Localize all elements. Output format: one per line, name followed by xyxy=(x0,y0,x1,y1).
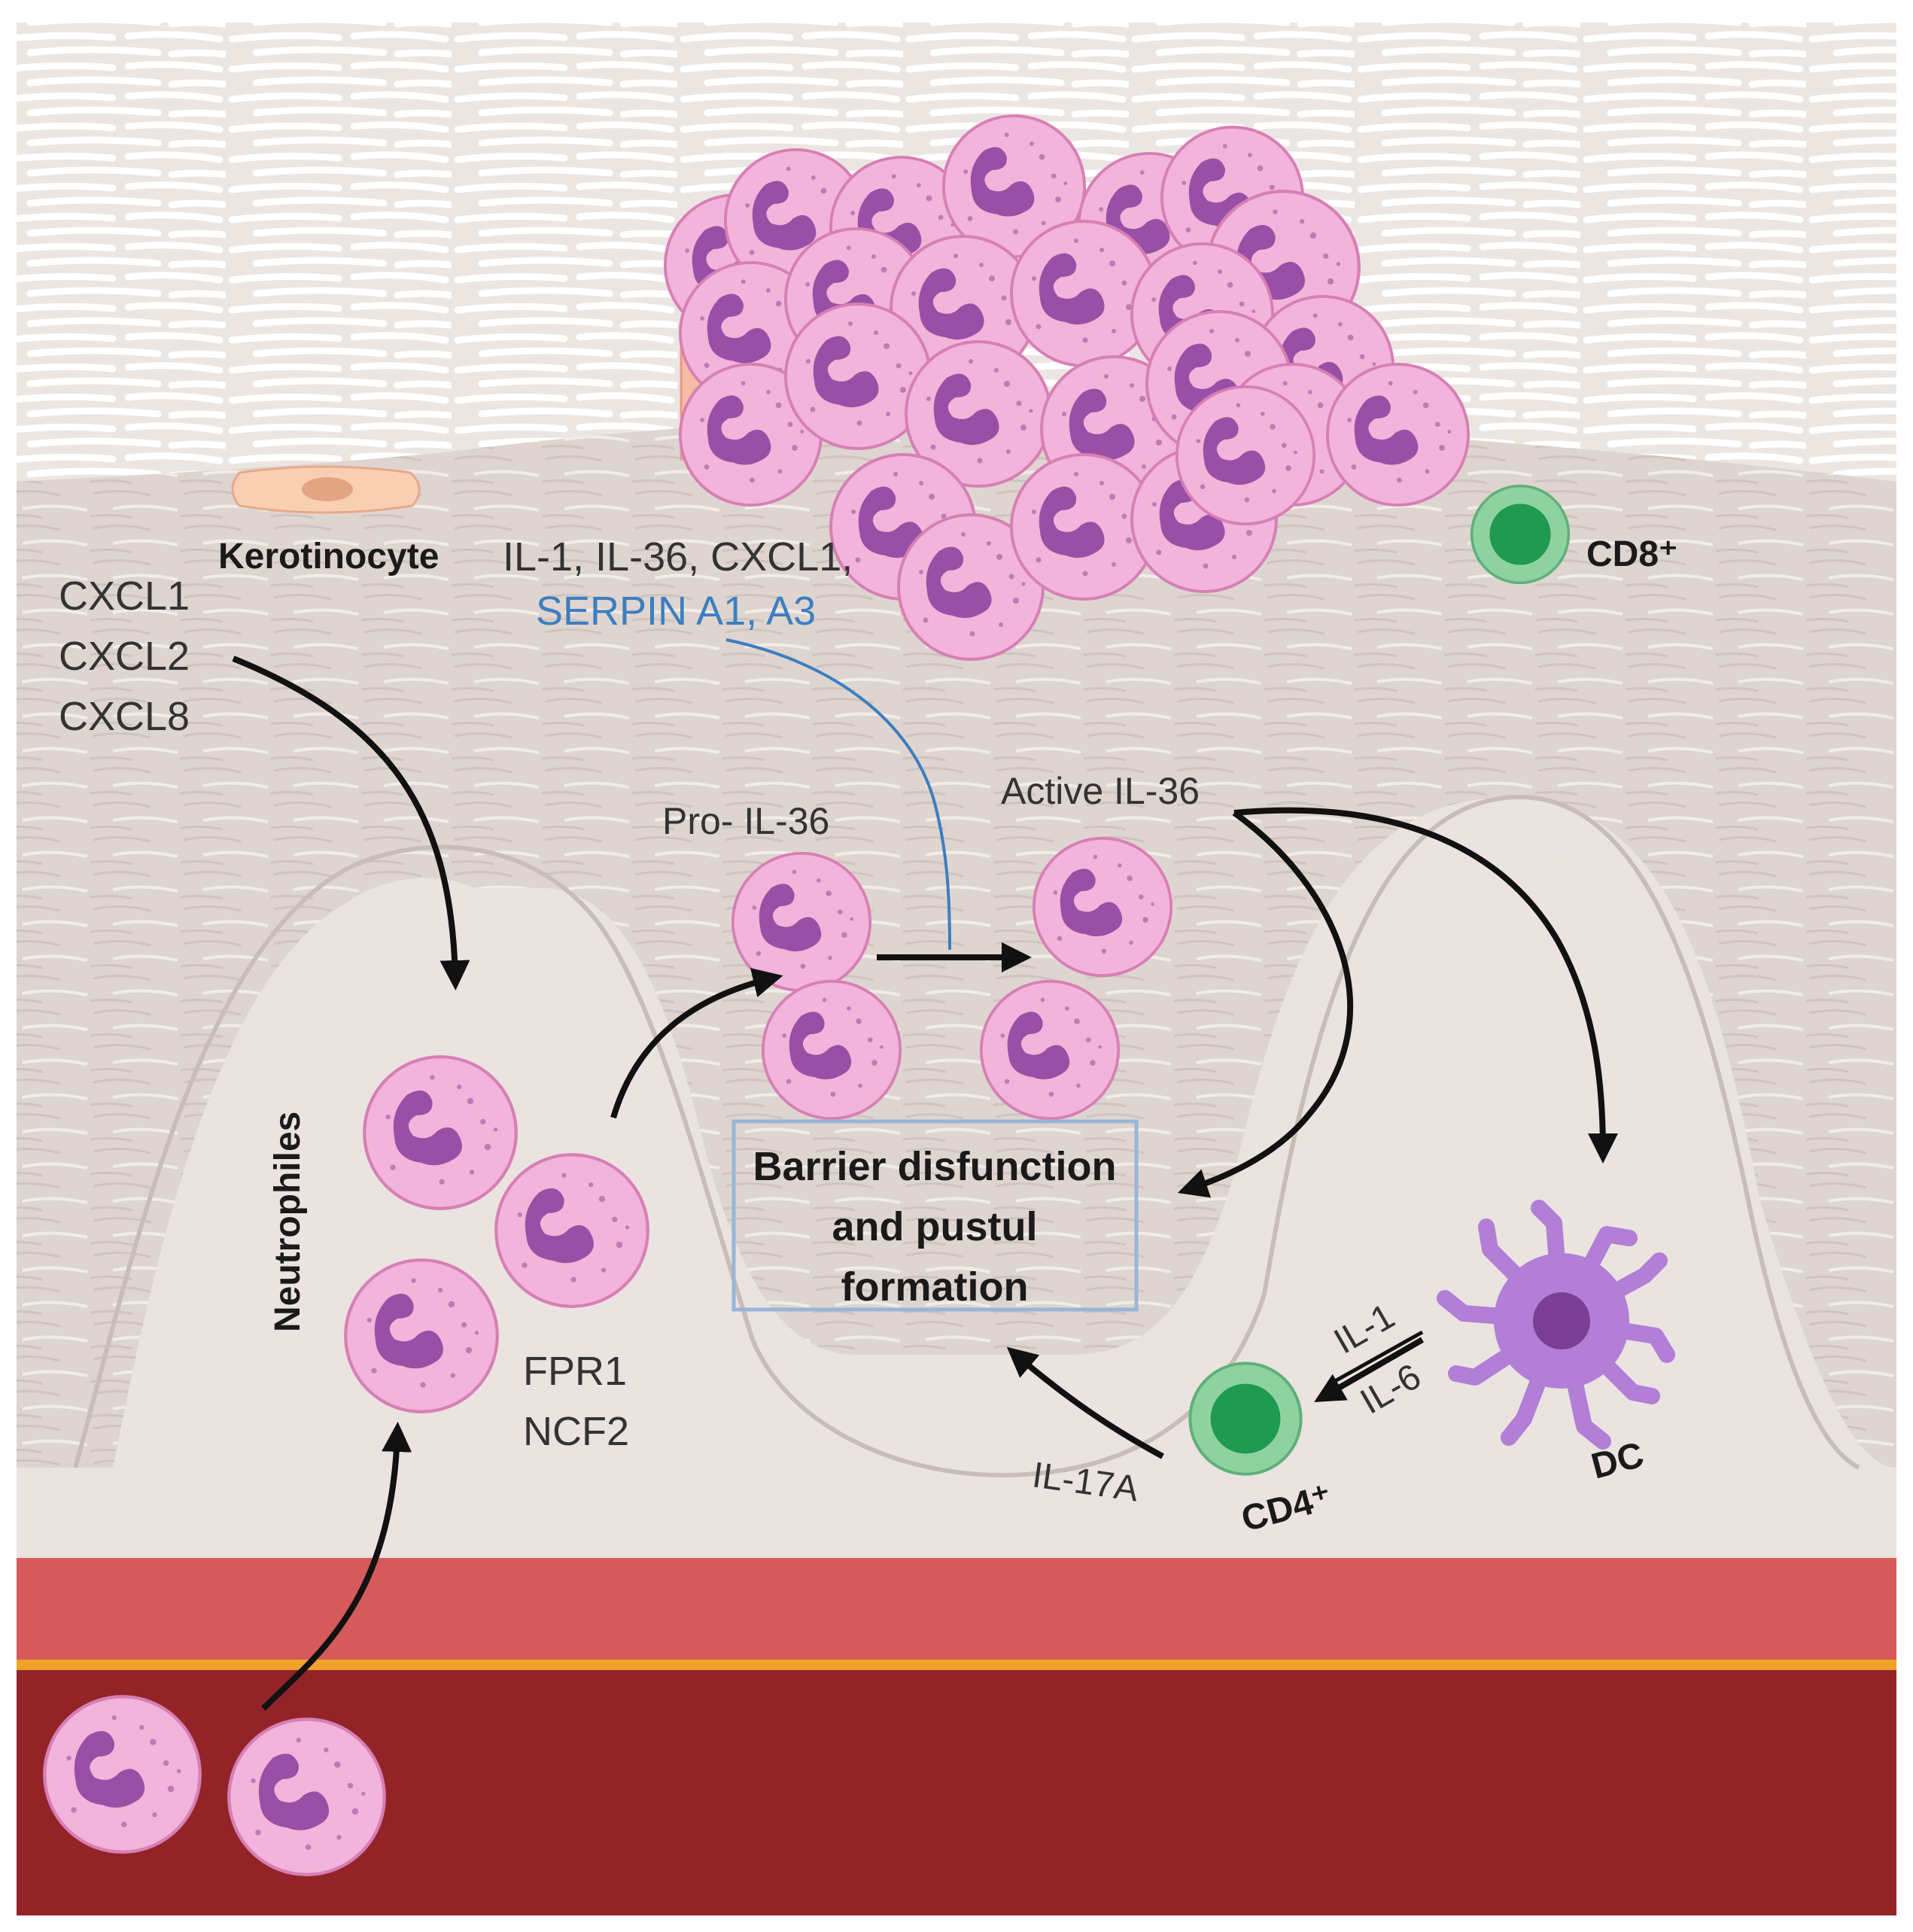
blood-neutrophil-icon xyxy=(44,1696,199,1851)
epidermis-layer xyxy=(17,421,1896,1468)
neutrophil-cell-icon xyxy=(496,1155,648,1307)
vessel-wall xyxy=(17,1558,1896,1660)
barrier-label-line-3: formation xyxy=(841,1264,1029,1310)
il36-to-dc-arrow xyxy=(1233,807,1618,1164)
chemokine-label-1: CXCL1 xyxy=(59,574,190,619)
neutrophil-cell-icon xyxy=(364,1057,516,1209)
barrier-label-line-2: and pustul xyxy=(832,1204,1038,1249)
serpin-cleavage-line xyxy=(725,638,951,951)
cd8-label: CD8⁺ xyxy=(1586,534,1677,574)
chemokine-label-2: CXCL2 xyxy=(59,634,190,679)
pro-il36-neutrophil-icon xyxy=(731,851,872,993)
il36-to-barrier-arrow xyxy=(1177,810,1354,1198)
vessel-endothelium-line xyxy=(17,1660,1896,1670)
cytokines-label: IL-1, IL-36, CXCL1, xyxy=(503,534,853,580)
il17a-arrow xyxy=(1006,1346,1164,1459)
chemokine-label-3: CXCL8 xyxy=(59,694,190,739)
active-il36-label: Active IL-36 xyxy=(1001,770,1200,812)
neutrophiles-label: Neutrophiles xyxy=(268,1112,308,1332)
fpr1-label: FPR1 xyxy=(523,1349,627,1394)
ncf2-label: NCF2 xyxy=(523,1409,629,1454)
il1-il6-divider xyxy=(1327,1330,1424,1387)
kerotinocyte-label: Kerotinocyte xyxy=(218,537,439,577)
extravasation-arrow xyxy=(261,1422,412,1711)
cd8-t-cell-icon xyxy=(1470,484,1571,585)
neutrophil-to-pro-il36-arrow xyxy=(610,968,783,1119)
neutrophil-cell-icon xyxy=(345,1260,497,1412)
pro-il36-label: Pro- IL-36 xyxy=(662,800,829,842)
dendritic-cell-icon xyxy=(1437,1200,1675,1450)
dermal-papilla-right xyxy=(1279,841,1836,1550)
barrier-dysfunction-box xyxy=(731,1119,1139,1312)
serpin-label: SERPIN A1, A3 xyxy=(536,589,816,634)
keratinocyte-cell-icon xyxy=(231,465,421,514)
blood-neutrophil-icon xyxy=(229,1719,384,1874)
pustule-neutrophil-cluster xyxy=(663,114,1470,661)
cd4-t-cell-icon xyxy=(1188,1362,1303,1476)
chemokine-arrow xyxy=(232,656,470,990)
active-il36-neutrophil-icon xyxy=(979,979,1121,1121)
active-il36-neutrophil-icon xyxy=(1032,836,1173,978)
barrier-label-line-1: Barrier disfunction xyxy=(753,1144,1116,1189)
pro-il36-neutrophil-icon xyxy=(761,979,902,1121)
dermal-papilla-left xyxy=(113,878,745,1550)
ridge-outline-right xyxy=(1262,794,1860,1470)
dc-to-cd4-arrow xyxy=(1314,1337,1424,1402)
